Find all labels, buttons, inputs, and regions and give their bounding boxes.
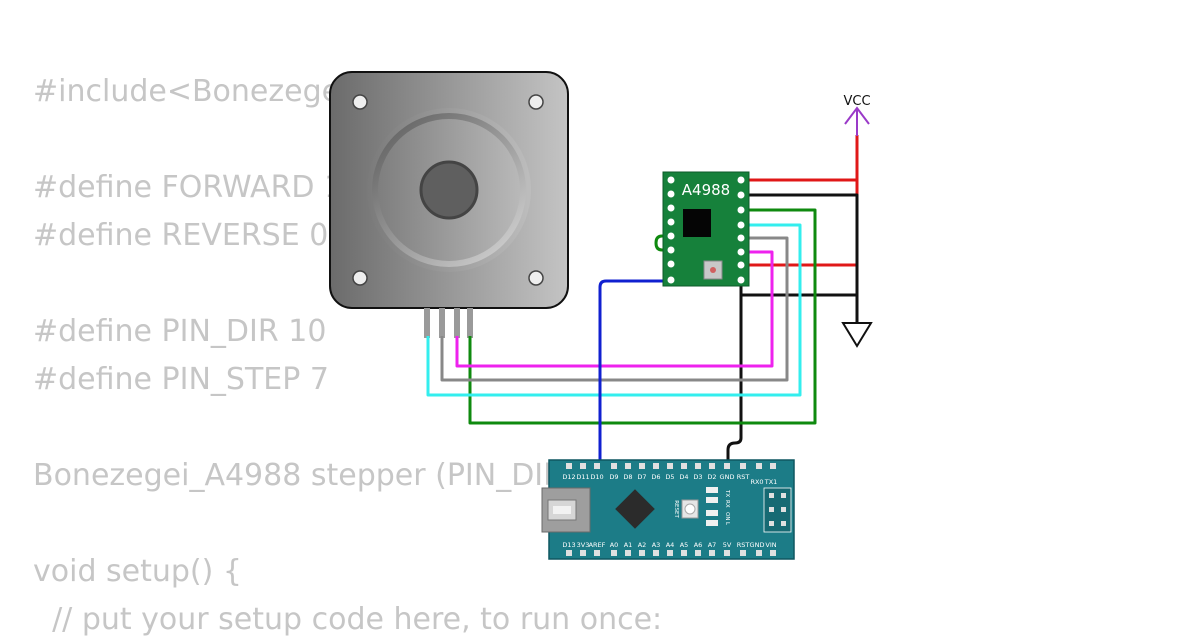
pin-label-top: D7: [637, 473, 646, 481]
driver-pins-left: [667, 176, 675, 284]
wire-gnd-1: [741, 193, 859, 323]
pin-label-bottom: 5V: [723, 541, 732, 549]
pin-label-bottom: A5: [680, 541, 689, 549]
pin-label-top: D10: [590, 473, 603, 481]
led-label: TX: [724, 489, 730, 497]
icsp-header: [763, 487, 792, 533]
pin-label-bottom: 3V3: [577, 541, 590, 549]
arduino-nano[interactable]: D12 D11 D10 D9 D8 D7 D6 D5 D4 D3 D2 GND …: [541, 459, 795, 560]
code-line: void setup() {: [33, 554, 242, 589]
pin-label-top: RX0: [750, 478, 763, 486]
wire-coil-gray: [440, 236, 789, 382]
usb-connector: [541, 487, 591, 533]
reset-label: RESET: [673, 500, 679, 518]
pin-label-top: TX1: [764, 478, 778, 486]
pin-label-top: RST: [737, 473, 750, 481]
mount-hole: [528, 270, 544, 286]
pin-label-bottom: A1: [624, 541, 633, 549]
code-line: #define REVERSE 0: [33, 218, 329, 253]
pin-label-top: D3: [693, 473, 702, 481]
nano-top-pins: [566, 463, 776, 469]
wire-coil-cyan: [426, 223, 802, 397]
vcc-symbol: VCC: [843, 94, 871, 136]
status-leds: [706, 487, 718, 526]
nano-bottom-pins: [566, 550, 776, 556]
code-line: #define PIN_DIR 10: [33, 314, 327, 349]
pin-label-bottom: A4: [666, 541, 675, 549]
pin-label-bottom: D13: [562, 541, 575, 549]
wire-dir-blue: [598, 279, 668, 466]
motor-lead: [439, 308, 445, 338]
circuit-diagram: A4988 VCC D12 D11: [329, 71, 873, 560]
gnd-symbol: [841, 295, 873, 348]
microcontroller-chip: [615, 489, 655, 529]
wire-jumper: [654, 234, 668, 252]
pin-label-top: D2: [707, 473, 716, 481]
pin-label-top: D8: [623, 473, 632, 481]
pin-label-top: D11: [576, 473, 589, 481]
pin-label-top: D9: [609, 473, 618, 481]
motor-lead: [467, 308, 473, 338]
vcc-label: VCC: [843, 94, 870, 109]
pin-label-top: GND: [720, 473, 735, 481]
a4988-driver[interactable]: A4988: [662, 171, 750, 287]
mount-hole: [528, 94, 544, 110]
pin-label-top: D5: [665, 473, 674, 481]
pin-label-bottom: GND: [750, 541, 765, 549]
code-line: #define FORWARD 1: [33, 170, 344, 205]
led-label: ON: [724, 512, 730, 520]
mount-hole: [352, 94, 368, 110]
pin-label-top: D12: [562, 473, 575, 481]
potentiometer-knob: [710, 267, 716, 273]
pin-label-bottom: A7: [708, 541, 717, 549]
led-label: L: [724, 522, 730, 526]
stepper-motor[interactable]: [329, 71, 569, 338]
motor-lead: [424, 308, 430, 338]
pin-label-bottom: RST: [737, 541, 750, 549]
pin-label-bottom: A0: [610, 541, 619, 549]
wire-coil-magenta: [455, 250, 774, 368]
pin-label-top: D6: [651, 473, 660, 481]
reset-button[interactable]: [681, 499, 699, 519]
driver-chip: [683, 209, 711, 237]
pin-label-top: D4: [679, 473, 688, 481]
pin-label-bottom: A2: [638, 541, 647, 549]
led-label: RX: [724, 500, 730, 508]
pin-label-bottom: VIN: [765, 541, 776, 549]
mount-hole: [352, 270, 368, 286]
driver-pins-right: [737, 176, 745, 284]
pin-label-bottom: A3: [652, 541, 661, 549]
driver-label: A4988: [682, 181, 730, 199]
wire-gnd-nano: [726, 295, 743, 466]
motor-lead: [454, 308, 460, 338]
pin-label-bottom: A6: [694, 541, 703, 549]
pin-label-bottom: AREF: [589, 541, 606, 549]
code-line: #define PIN_STEP 7: [33, 362, 329, 397]
